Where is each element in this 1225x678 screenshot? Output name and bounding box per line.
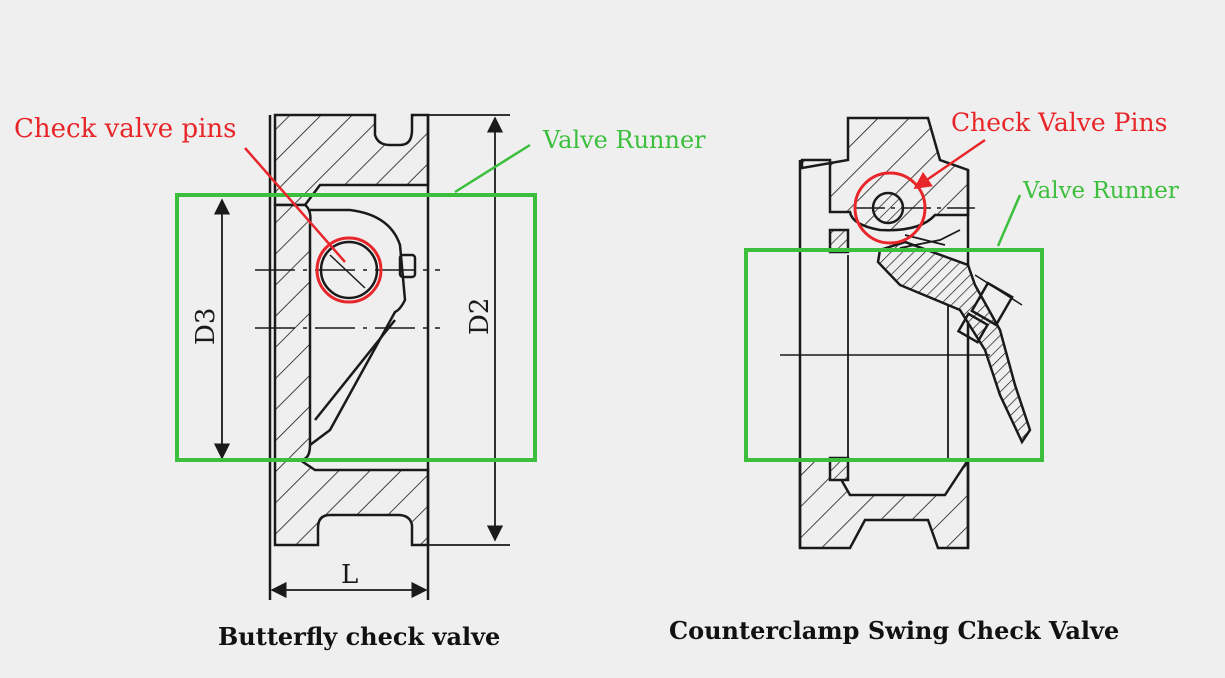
valve-disc-rib <box>314 319 396 421</box>
dim-d2-label: D2 <box>465 298 495 335</box>
left-valve-runner-box <box>175 193 537 462</box>
right-runner-label: Valve Runner <box>1022 178 1179 204</box>
valve-body-bottom <box>273 458 430 547</box>
left-pin-label: Check valve pins <box>14 114 237 144</box>
right-pin-label: Check Valve Pins <box>951 108 1167 137</box>
swing-body-bottom <box>798 455 970 550</box>
swing-disc <box>876 240 1032 445</box>
dim-d3-label: D3 <box>191 308 221 345</box>
dim-l-label: L <box>341 560 358 590</box>
left-caption: Butterfly check valve <box>218 622 500 651</box>
valve-body-left-wall <box>273 203 312 462</box>
right-annotations <box>744 138 1044 462</box>
right-caption: Counterclamp Swing Check Valve <box>669 616 1119 645</box>
valve-body-top <box>273 113 430 207</box>
valve-disc-ear <box>309 208 407 446</box>
left-annotations <box>175 143 537 462</box>
left-runner-label: Valve Runner <box>542 126 706 154</box>
left-pin-highlight <box>315 236 383 304</box>
butterfly-check-valve-drawing <box>213 113 510 600</box>
swing-check-valve-drawing <box>780 116 1032 550</box>
right-pin-highlight <box>853 171 927 245</box>
right-valve-runner-box <box>744 248 1044 462</box>
